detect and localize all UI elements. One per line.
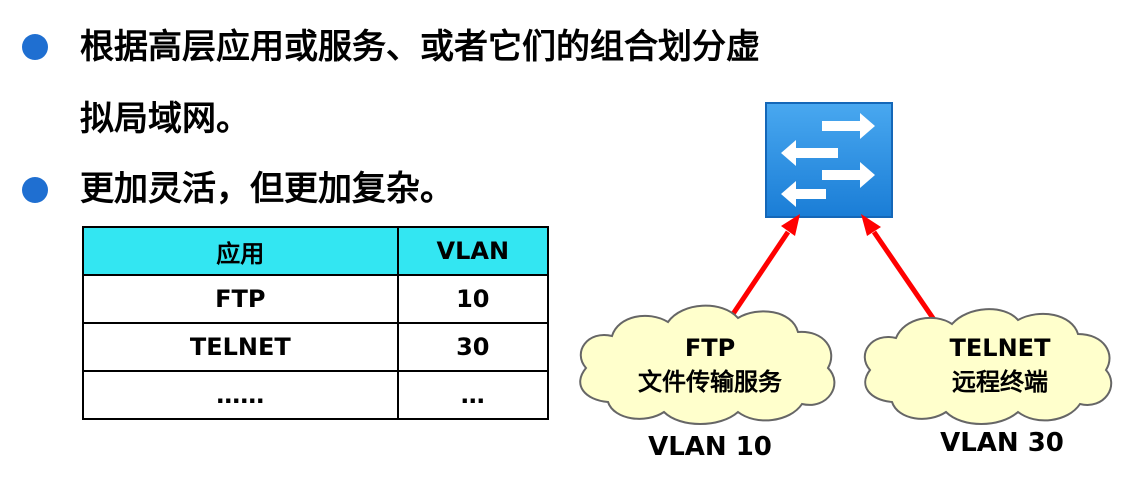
bullet-text-1-line-2: 拟局域网。	[80, 99, 250, 139]
bullet-text-2: 更加灵活，但更加复杂。	[80, 169, 454, 209]
switch-icon	[765, 102, 893, 218]
arrow-telnet-to-switch	[861, 214, 940, 326]
table-cell-app: TELNET	[82, 322, 399, 372]
cloud-telnet-subtitle: 远程终端	[952, 368, 1048, 396]
vlan-30-label: VLAN 30	[940, 428, 1064, 458]
cloud-ftp-subtitle: 文件传输服务	[638, 368, 782, 396]
vlan-10-label: VLAN 10	[648, 432, 772, 462]
table-header-row: 应用 VLAN	[82, 226, 550, 276]
table-cell-vlan: …	[396, 370, 550, 420]
table-row: …… …	[82, 370, 550, 420]
table-header-app: 应用	[82, 226, 399, 276]
table-cell-app: ……	[82, 370, 399, 420]
arrow-ftp-to-switch	[730, 214, 800, 316]
cloud-telnet	[863, 308, 1113, 425]
bullet-text-1-line-1: 根据高层应用或服务、或者它们的组合划分虚	[80, 27, 760, 67]
bullet-dot	[22, 177, 48, 203]
vlan-table: 应用 VLAN FTP 10 TELNET 30 …… …	[82, 226, 550, 420]
cloud-ftp	[579, 304, 836, 425]
table-row: TELNET 30	[82, 322, 550, 372]
table-header-vlan: VLAN	[396, 226, 550, 276]
bullet-dot	[22, 34, 48, 60]
cloud-ftp-title: FTP	[684, 334, 736, 362]
table-cell-app: FTP	[82, 274, 399, 324]
table-cell-vlan: 30	[396, 322, 550, 372]
table-cell-vlan: 10	[396, 274, 550, 324]
table-row: FTP 10	[82, 274, 550, 324]
cloud-telnet-title: TELNET	[949, 334, 1051, 362]
